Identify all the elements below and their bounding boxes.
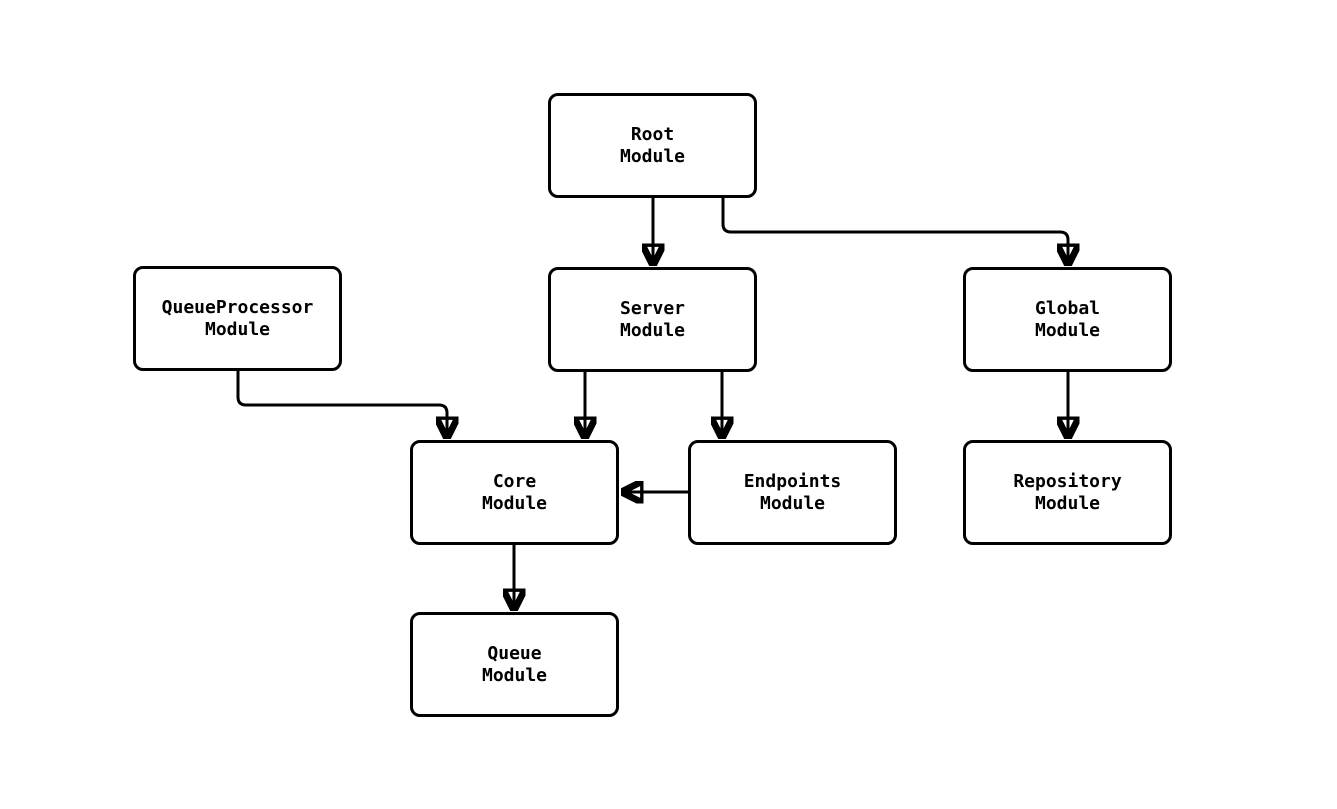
node-label-line: Module: [1034, 492, 1101, 514]
node-label-line: Module: [619, 145, 686, 167]
node-label-line: Global: [1034, 297, 1101, 319]
node-queueprocessor-module: QueueProcessor Module: [133, 266, 342, 371]
node-label-line: Repository: [1013, 470, 1122, 492]
node-server-module: Server Module: [548, 267, 757, 372]
node-queue-module: Queue Module: [410, 612, 619, 717]
node-label-line: Module: [481, 664, 548, 686]
node-label-line: Endpoints: [743, 470, 842, 492]
node-label-line: Core: [492, 470, 537, 492]
node-label-line: Root: [630, 123, 675, 145]
node-root-module: Root Module: [548, 93, 757, 198]
node-label-line: Module: [1034, 319, 1101, 341]
node-label-line: Queue: [487, 642, 542, 664]
node-label-line: Module: [481, 492, 548, 514]
node-endpoints-module: Endpoints Module: [688, 440, 897, 545]
node-repository-module: Repository Module: [963, 440, 1172, 545]
edge-queueprocessor-to-core: [236, 371, 447, 439]
node-label-line: Server: [619, 297, 686, 319]
node-global-module: Global Module: [963, 267, 1172, 372]
node-core-module: Core Module: [410, 440, 619, 545]
node-label-line: Module: [619, 319, 686, 341]
node-label-line: QueueProcessor: [161, 296, 314, 318]
edge-root-to-global: [721, 198, 1068, 266]
node-label-line: Module: [759, 492, 826, 514]
node-label-line: Module: [204, 318, 271, 340]
